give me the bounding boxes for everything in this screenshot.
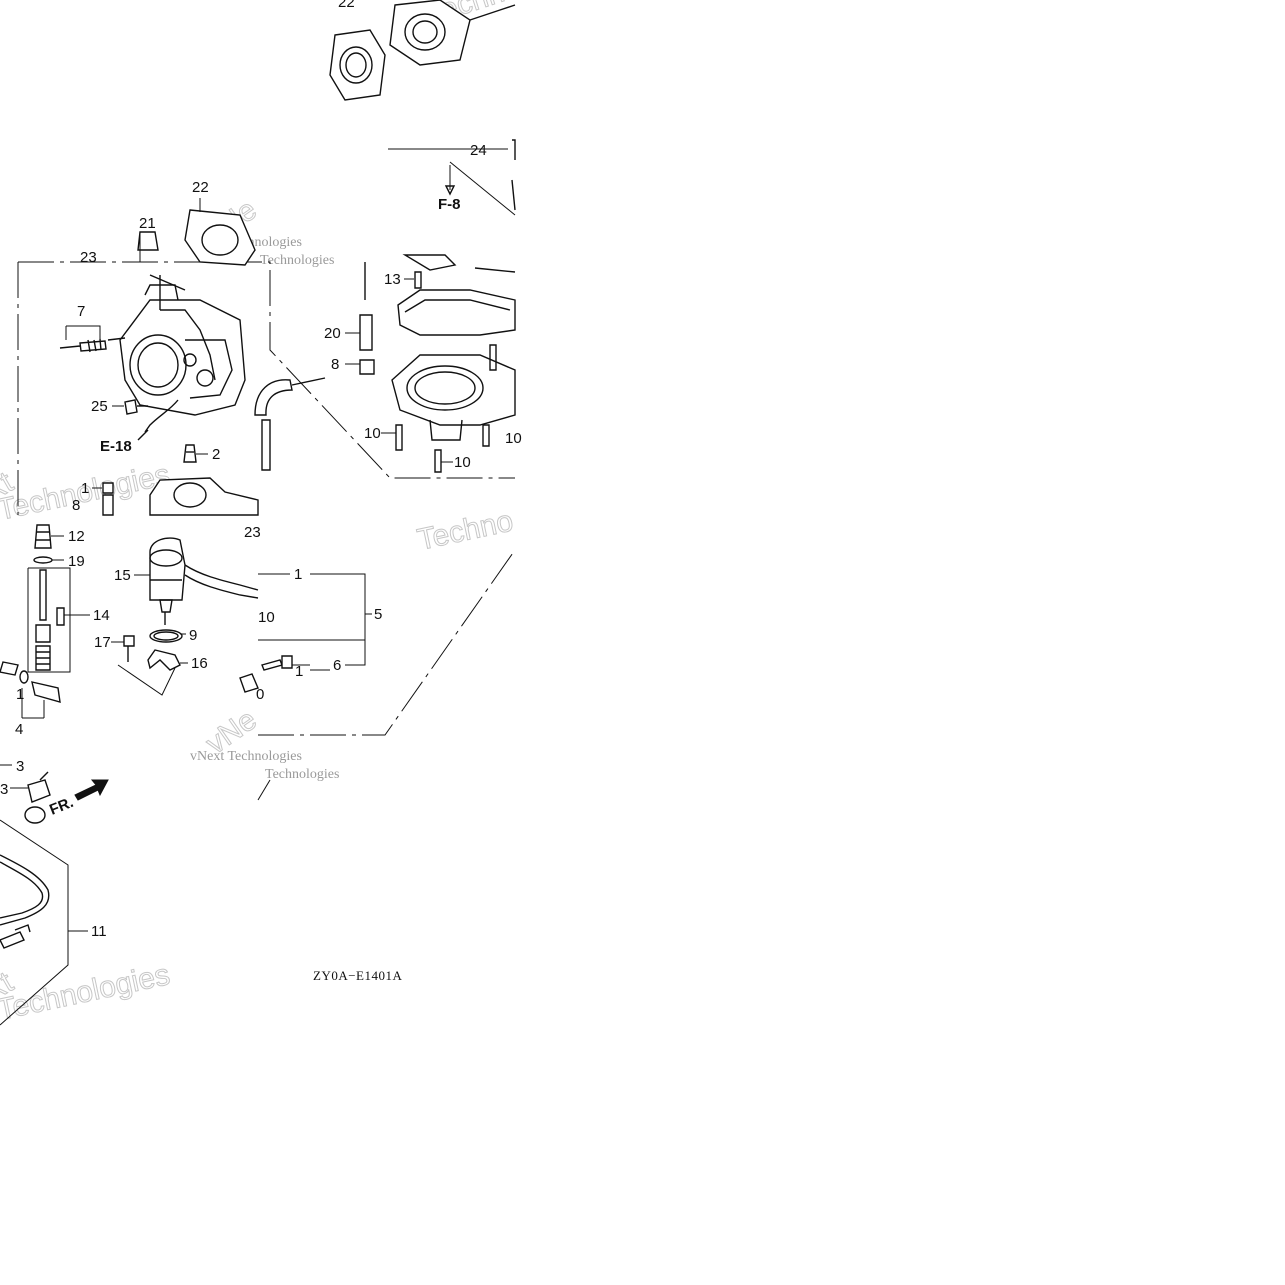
callout-25: 25 bbox=[91, 398, 108, 415]
callout-f8: F-8 bbox=[438, 196, 461, 213]
gasket-mid bbox=[137, 209, 256, 266]
callout-fr: FR. bbox=[47, 794, 76, 819]
callout-labels: 22 24 F-8 22 21 23 7 13 20 8 25 E-18 2 1… bbox=[0, 0, 522, 940]
fuel-joint bbox=[24, 771, 109, 824]
main-jet bbox=[183, 444, 197, 463]
diagram-code: ZY0A−E1401A bbox=[313, 968, 402, 983]
callout-17: 17 bbox=[94, 634, 111, 651]
callout-3a: 3 bbox=[16, 758, 24, 775]
needle-parts bbox=[0, 482, 114, 719]
leader-lines bbox=[0, 148, 508, 932]
callout-23-mid: 23 bbox=[80, 249, 97, 266]
callout-15: 15 bbox=[114, 567, 131, 584]
item-24 bbox=[444, 139, 516, 211]
callout-2: 2 bbox=[212, 446, 220, 463]
callout-22-mid: 22 bbox=[192, 179, 209, 196]
callout-23b: 23 bbox=[244, 524, 261, 541]
watermark-text-6: Technologies bbox=[0, 958, 173, 1027]
callout-10d: 10 bbox=[258, 609, 275, 626]
callout-24: 24 bbox=[470, 142, 487, 159]
callout-22-top: 22 bbox=[338, 0, 355, 11]
carburetor-body bbox=[59, 274, 246, 441]
callout-14: 14 bbox=[93, 607, 110, 624]
watermark-text-3: Techno bbox=[415, 504, 516, 556]
callout-8b: 8 bbox=[72, 497, 80, 514]
callout-e18: E-18 bbox=[100, 438, 132, 455]
float-bowl bbox=[149, 477, 259, 516]
pilot-screw-set bbox=[239, 655, 293, 693]
hose bbox=[254, 377, 326, 471]
outline-harness-bracket bbox=[0, 819, 69, 1026]
callout-11: 11 bbox=[91, 923, 107, 940]
callout-7: 7 bbox=[77, 303, 85, 320]
callout-8: 8 bbox=[331, 356, 339, 373]
watermark-text-12: Technologies bbox=[260, 253, 334, 268]
callout-16: 16 bbox=[191, 655, 208, 672]
wire-harness bbox=[0, 854, 50, 949]
callout-1a: 1 bbox=[81, 480, 89, 497]
callout-19: 19 bbox=[68, 553, 85, 570]
callout-1d: 1 bbox=[16, 686, 24, 703]
callout-0: 0 bbox=[256, 686, 264, 703]
callout-4: 4 bbox=[15, 721, 23, 738]
watermark-text-1: vNext Technologies bbox=[190, 749, 302, 764]
outline-top-right bbox=[449, 161, 516, 216]
watermark-text-11: Technologies bbox=[265, 767, 339, 782]
insulator-top bbox=[329, 0, 516, 101]
callout-10a: 10 bbox=[364, 425, 381, 442]
outline-carburetor-group bbox=[18, 261, 515, 479]
outline-lower-stub bbox=[257, 779, 271, 801]
callout-1b: 1 bbox=[294, 566, 302, 583]
callout-10b: 10 bbox=[454, 454, 471, 471]
callout-6: 6 bbox=[333, 657, 341, 674]
callout-5: 5 bbox=[374, 606, 382, 623]
callout-9: 9 bbox=[189, 627, 197, 644]
callout-20: 20 bbox=[324, 325, 341, 342]
callout-1c: 1 bbox=[295, 663, 303, 680]
float-chamber bbox=[359, 254, 516, 473]
assembly-outlines bbox=[0, 161, 516, 1026]
callout-10c: 10 bbox=[505, 430, 522, 447]
outline-lower-group bbox=[258, 549, 516, 736]
callout-13: 13 bbox=[384, 271, 401, 288]
callout-3b: 3 bbox=[0, 781, 8, 798]
fuel-cut-solenoid bbox=[117, 537, 259, 696]
watermark-layer: vNext Technologies vNext Technologies Te… bbox=[0, 0, 599, 1027]
callout-21: 21 bbox=[139, 215, 156, 232]
callout-12: 12 bbox=[68, 528, 85, 545]
